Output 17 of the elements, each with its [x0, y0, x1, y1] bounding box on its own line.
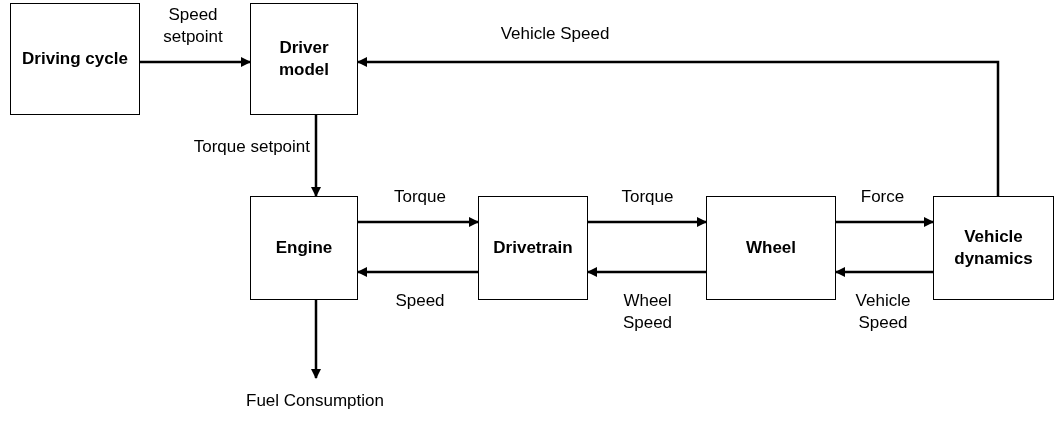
arrow [587, 267, 706, 277]
arrow [836, 217, 934, 227]
arrow [358, 217, 479, 227]
block-box: Wheel [706, 196, 836, 300]
block-box: Driver model [250, 3, 358, 115]
arrow [140, 57, 251, 67]
arrow [357, 267, 478, 277]
block-box: Driving cycle [10, 3, 140, 115]
arrow [357, 57, 1000, 196]
output-text: Fuel Consumption [240, 378, 390, 424]
block-box: Engine [250, 196, 358, 300]
arrow [311, 300, 321, 379]
block-box: Vehicle dynamics [933, 196, 1054, 300]
block-box: Drivetrain [478, 196, 588, 300]
arrow [835, 267, 933, 277]
arrow [588, 217, 707, 227]
arrow [311, 115, 321, 197]
